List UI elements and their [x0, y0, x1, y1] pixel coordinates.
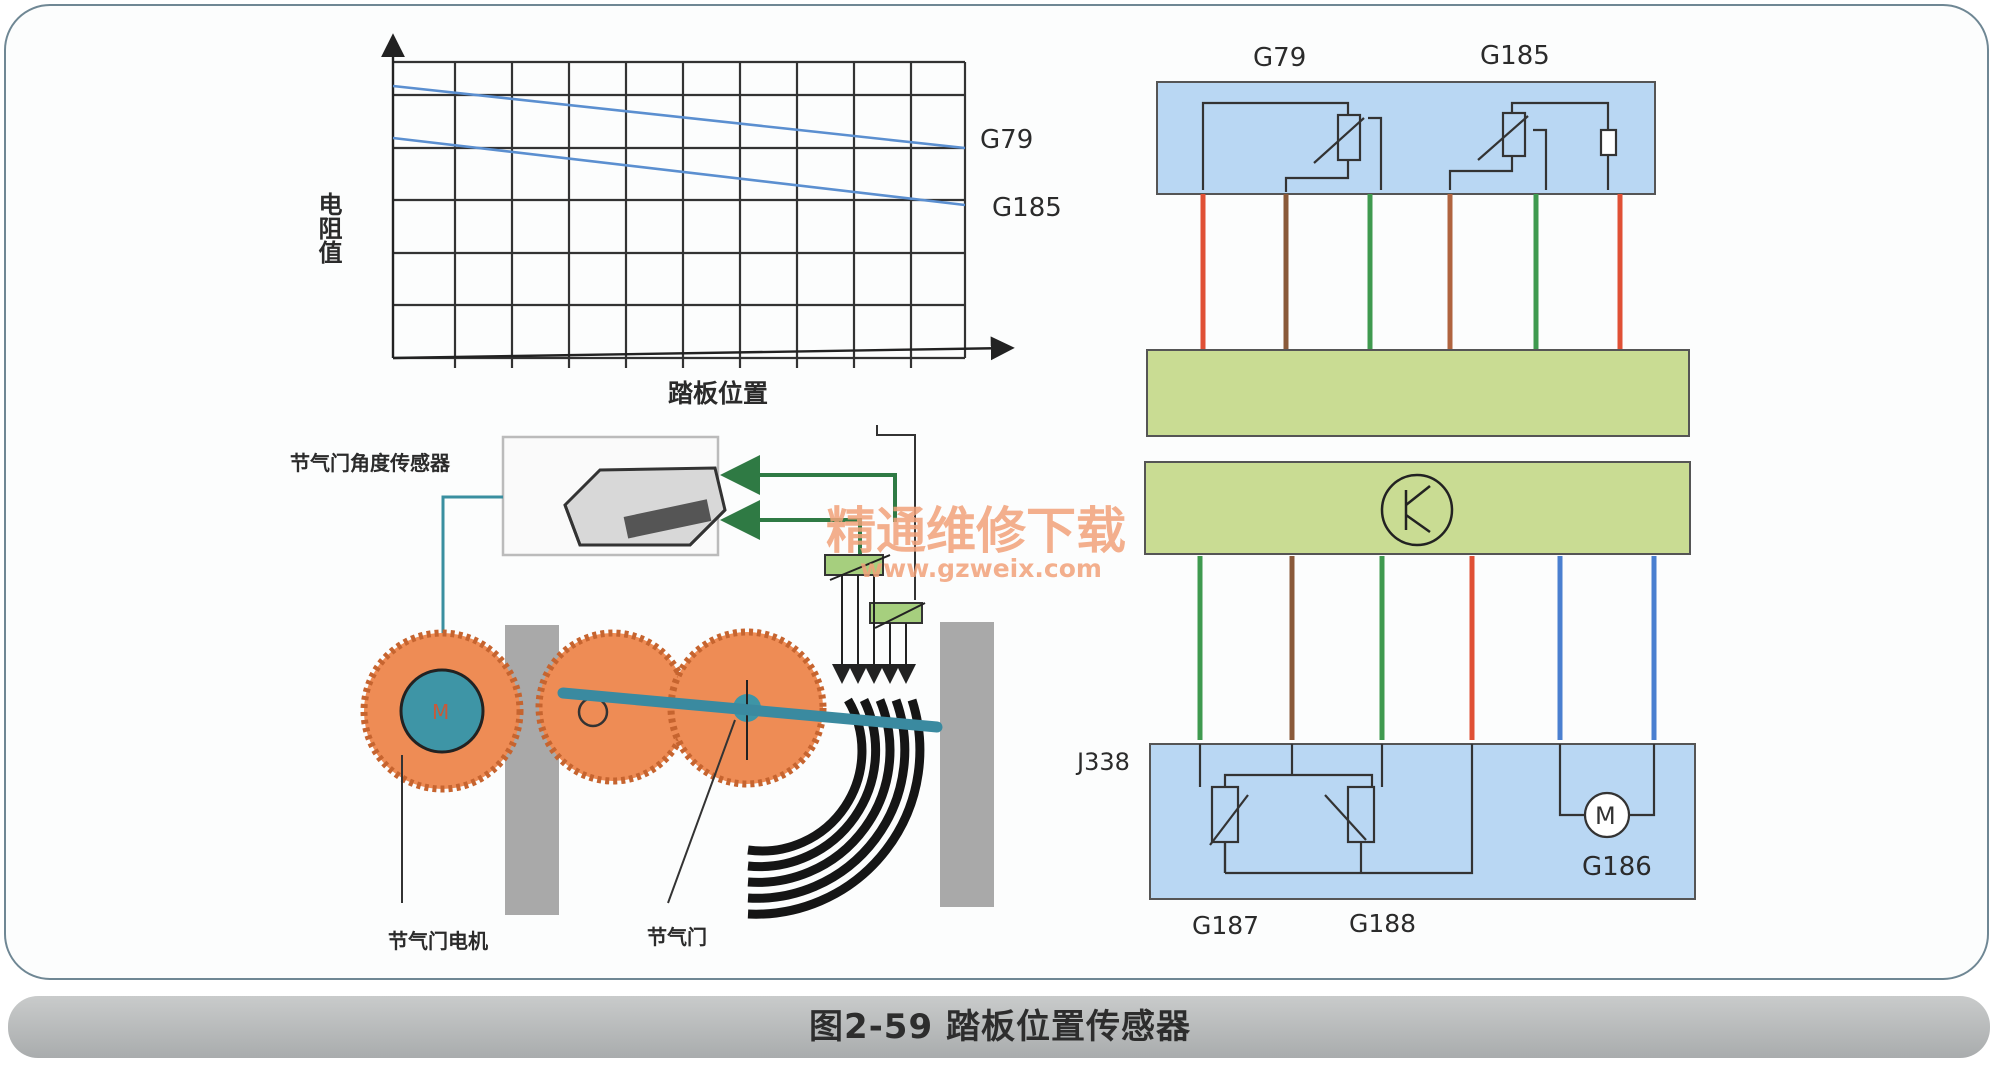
component-label-g186: G186 [1582, 852, 1652, 882]
ecu-connector-block [1146, 349, 1690, 437]
caption-bar [8, 996, 1990, 1058]
motor-label: 节气门电机 [388, 929, 488, 953]
motor-control-line [441, 495, 503, 662]
figure-caption: 图2-59 踏板位置传感器 [809, 1007, 1191, 1047]
top-wiring [1200, 194, 1623, 352]
g185-curve [392, 136, 966, 207]
ecu-driver-block [1144, 461, 1691, 555]
sensor-signal-line-2 [720, 500, 862, 560]
sensor-label-g79: G79 [1253, 43, 1306, 73]
pedal-sensor-module [1156, 81, 1656, 195]
module-label-j338: J338 [1075, 748, 1130, 776]
throttle-mechanism: 节气门角度传感器 M [290, 425, 994, 953]
sensor-label-g185: G185 [1480, 41, 1550, 71]
throttle-plate [557, 687, 943, 733]
x-axis-title: 踏板位置 [668, 379, 768, 408]
sensor-arc-track [747, 697, 925, 919]
valve-label: 节气门 [647, 925, 707, 949]
resistance-graph: G79 G185 电阻值 踏板位置 [314, 33, 1062, 408]
housing-wall-right [940, 622, 994, 907]
potentiometer-1 [824, 554, 884, 576]
y-axis-title: 电阻值 [314, 192, 342, 264]
throttle-module-internals: M [1198, 744, 1656, 875]
motor-gear: M [360, 629, 524, 793]
circuit-diagram: G79 G185 [1075, 41, 1696, 940]
component-label-g188: G188 [1349, 909, 1416, 938]
component-label-g187: G187 [1192, 911, 1259, 940]
series-label-g79: G79 [980, 125, 1033, 155]
series-label-g185: G185 [992, 193, 1062, 223]
x-axis [392, 336, 1015, 361]
watermark-url: www.gzweix.com [860, 554, 1102, 583]
sensor-label: 节气门角度传感器 [290, 451, 451, 475]
g79-curve [392, 84, 966, 150]
sensor-signal-line-1 [720, 455, 897, 522]
motor-glyph: M [432, 700, 449, 724]
module-motor-glyph: M [1595, 802, 1616, 830]
watermark-title: 精通维修下载 [826, 502, 1126, 560]
transistor-icon [1380, 473, 1454, 547]
ecu-unit-icon [563, 466, 727, 547]
sensor-feed-line [876, 425, 916, 600]
pedal-sensor-internals [1201, 101, 1618, 192]
graph-grid [393, 60, 967, 368]
watermark: 精通维修下载 www.gzweix.com [826, 502, 1126, 583]
potentiometer-2 [869, 602, 923, 624]
bottom-wiring [1197, 556, 1657, 740]
